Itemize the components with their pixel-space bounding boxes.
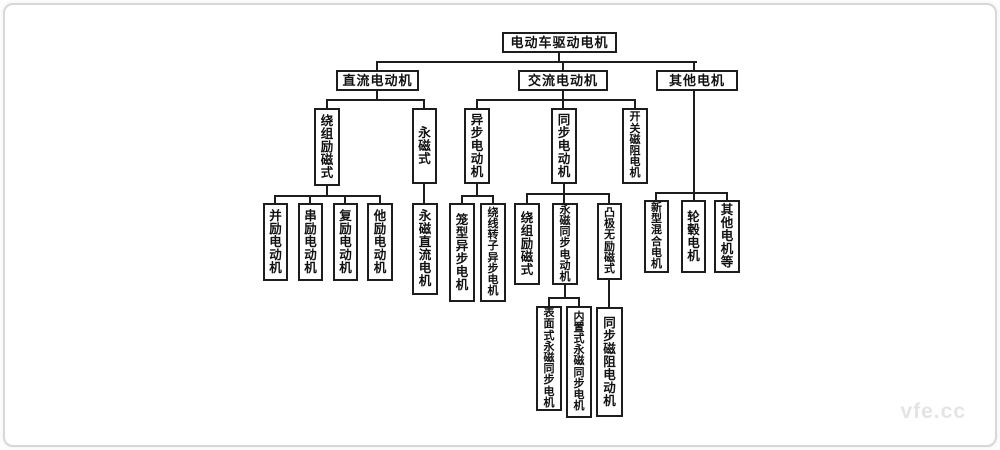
node-sync-wound-field-type: 绕组励磁式 [514,203,540,285]
node-wound-field-type: 绕组励磁式 [314,108,340,186]
node-series-wound-motor: 串励电动机 [298,203,323,281]
node-surface-pm-sync-motor: 表面式永磁同步电机 [536,306,562,411]
watermark-text: vfe.cc [900,400,966,423]
node-synchronous-motor: 同步电动机 [551,108,577,184]
node-pm-dc-motor: 永磁直流电机 [412,203,438,295]
node-pm-sync-motor: 永磁同步电动机 [552,203,578,285]
node-shunt-wound-motor: 并励电动机 [263,203,288,281]
node-other-motor: 其他电机 [656,70,738,91]
node-separately-excited-motor: 他励电动机 [367,203,393,281]
node-compound-wound-motor: 复励电动机 [333,203,358,281]
node-cage-async-motor: 笼型异步电机 [449,203,475,302]
node-ac-motor: 交流电动机 [518,70,608,91]
node-asynchronous-motor: 异步电动机 [464,108,490,184]
node-switched-reluctance-motor: 开关磁阻电机 [622,108,648,184]
node-salient-pole-no-excitation-type: 凸极无励磁式 [597,203,622,280]
node-wound-rotor-async-motor: 绕线转子异步电机 [480,203,506,302]
node-ev-drive-motor: 电动车驱动电机 [502,32,617,53]
node-new-hybrid-motor: 新型混合电机 [644,200,669,273]
node-dc-motor: 直流电动机 [336,70,419,91]
node-other-motors-etc: 其他电机等 [714,200,740,273]
node-permanent-magnet-type: 永磁式 [412,108,437,184]
node-wheel-hub-motor: 轮毂电机 [681,200,706,273]
node-sync-reluctance-motor: 同步磁阻电动机 [596,307,623,417]
node-interior-pm-sync-motor: 内置式永磁同步电机 [566,306,592,418]
